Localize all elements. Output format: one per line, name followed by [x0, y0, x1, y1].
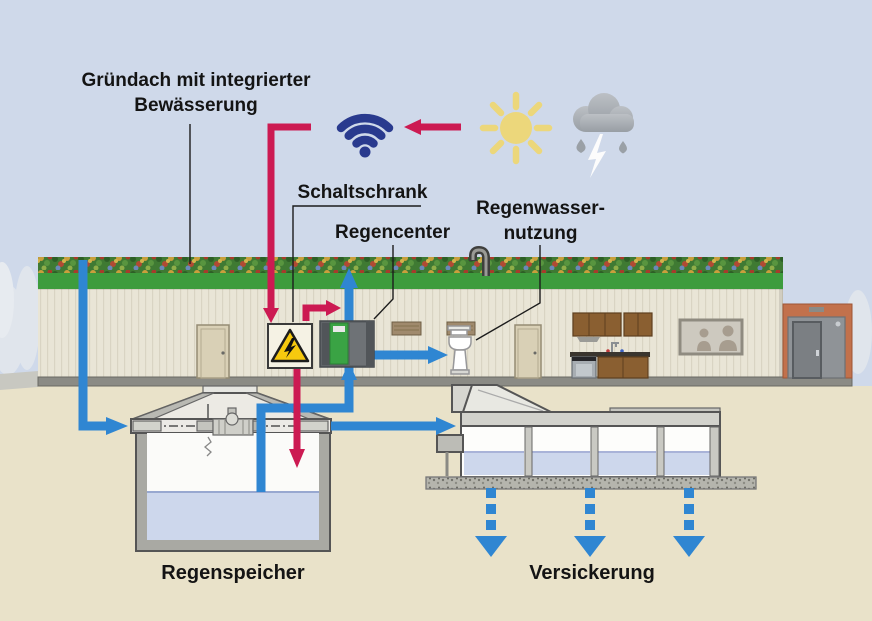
green-roof-band [38, 272, 783, 289]
wifi-icon [336, 113, 394, 158]
green-roof-label: Gründach mit integrierter Bewässerung [81, 70, 311, 116]
water-flow-arrowheads [106, 268, 705, 557]
rain-drop-icon [576, 139, 586, 153]
tank-pump-unit [196, 404, 266, 457]
storm-cloud-icon [573, 93, 634, 178]
inlet-connector [436, 434, 464, 453]
rain-center-green-panel [329, 322, 349, 365]
rain-center-leader [373, 245, 394, 320]
sun-icon [479, 91, 553, 165]
rainwater-use-leader [475, 245, 541, 341]
cabinet-to-raincenter-line [302, 304, 326, 321]
control-cabinet-label: Schaltschrank [297, 182, 428, 203]
kitchen-upper-cabinet [572, 312, 622, 337]
rain-center-unit [319, 320, 375, 368]
chamber-lid [460, 411, 721, 427]
walkway [0, 371, 38, 390]
rainwater-use-label: Regenwasser- nutzung [476, 198, 605, 244]
building-base [37, 376, 853, 387]
wifi-to-cabinet-line [267, 123, 311, 308]
control-cabinet [267, 323, 313, 369]
infiltration-label: Versickerung [529, 562, 655, 584]
roof-drain-pipe [78, 260, 106, 431]
door-middle [514, 324, 542, 379]
float-switch-cable [203, 436, 212, 457]
control-cabinet-leader [292, 205, 421, 322]
background-trees [0, 262, 872, 375]
kitchen-counter [570, 352, 650, 357]
storage-tank-label: Regenspeicher [161, 562, 305, 584]
control-signal-lines [267, 123, 461, 449]
toilet-icon [447, 325, 472, 375]
building [37, 245, 853, 387]
person-silhouettes [697, 325, 737, 351]
infiltration-gallery [425, 384, 757, 490]
green-roof-vegetation [38, 257, 783, 273]
annex-building [782, 303, 853, 379]
roof-vent-icon [469, 245, 490, 276]
range-hood [577, 337, 600, 342]
gravel-bed [425, 476, 757, 490]
faucet-icon [611, 342, 619, 352]
kitchen [570, 312, 653, 379]
tank-water [147, 492, 319, 540]
door-left [196, 324, 230, 379]
high-voltage-warning-icon [270, 328, 310, 363]
leader-lines [189, 124, 541, 341]
chamber-dividers [524, 426, 720, 477]
office-window [678, 318, 744, 356]
chamber-water [464, 452, 718, 475]
rain-center-label: Regencenter [335, 222, 451, 243]
lightning-bolt-icon [588, 134, 606, 178]
infiltration-arrows [475, 488, 705, 557]
control-signal-arrowheads [263, 119, 421, 468]
